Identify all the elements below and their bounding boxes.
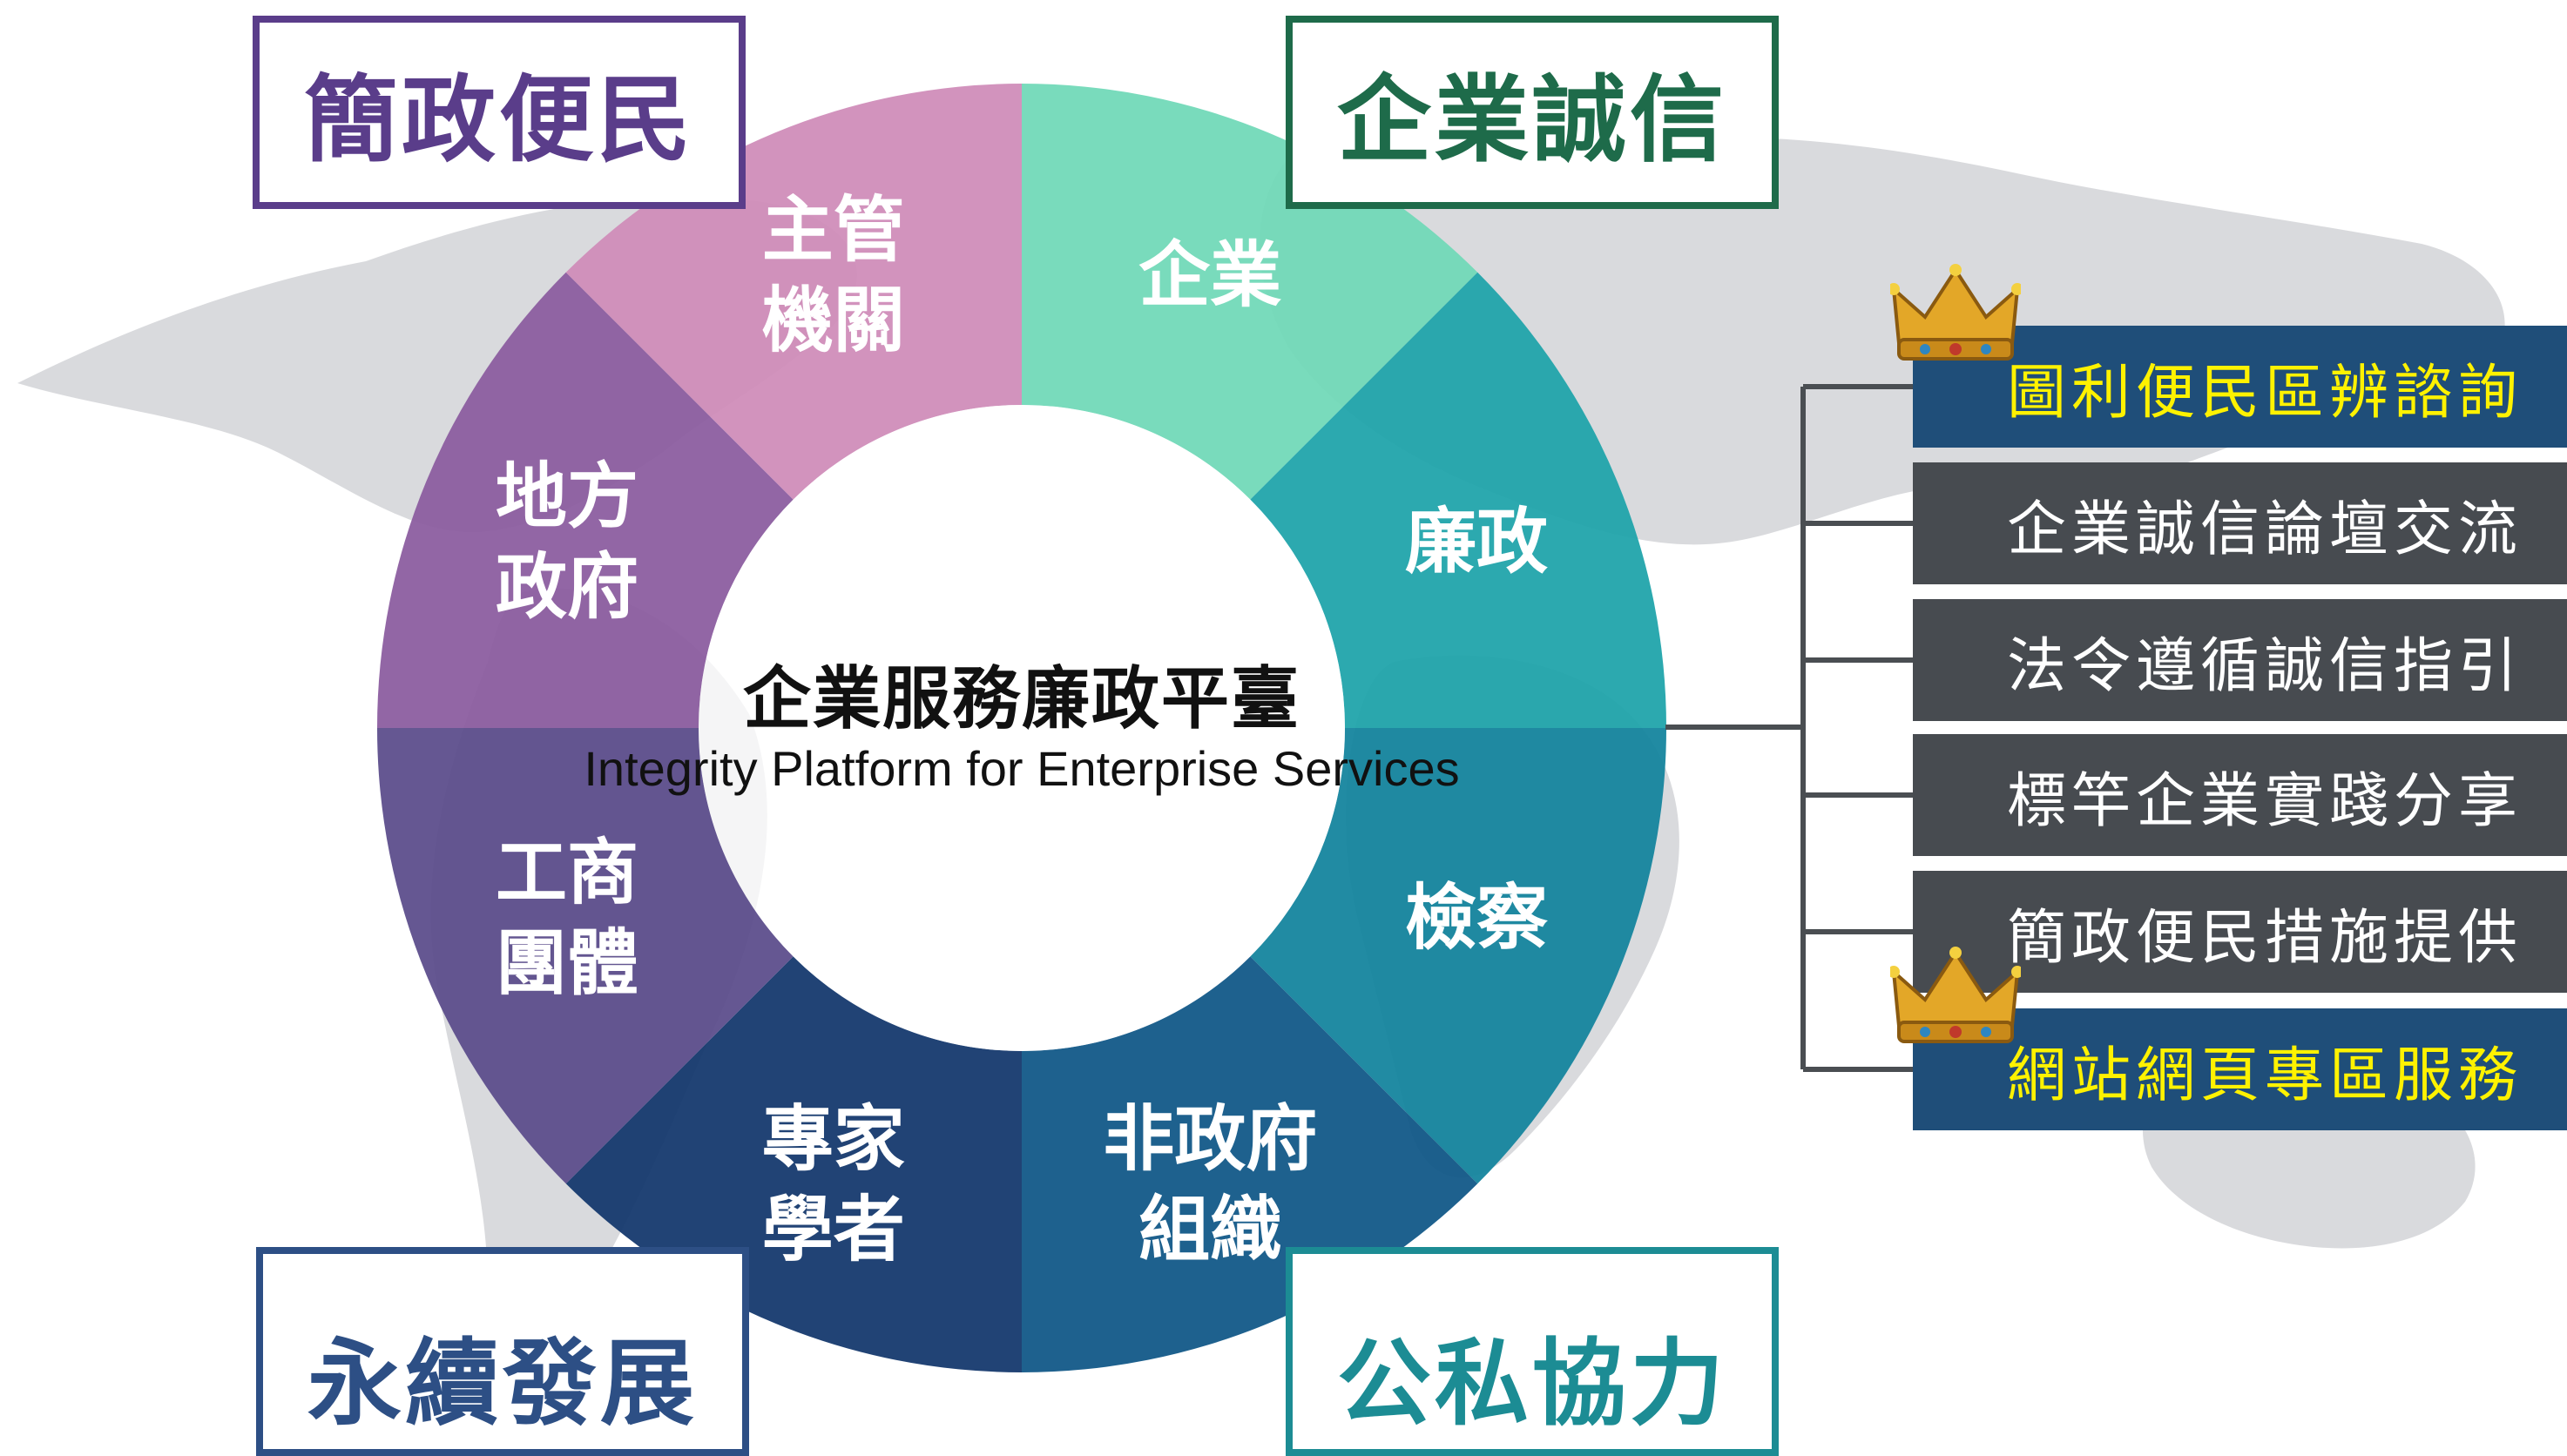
segment-experts-label: 學者 xyxy=(762,1189,905,1271)
segment-business-groups xyxy=(377,728,794,1184)
segment-authorities-label: 主管 xyxy=(762,189,905,272)
corner-box-bottom-right: 公私協力 xyxy=(1286,1247,1779,1456)
list-item-1: 圖利便民區辨諮詢 xyxy=(1913,326,2567,448)
segment-local-government-label: 政府 xyxy=(496,546,638,629)
center-title: 企業服務廉政平臺 xyxy=(742,660,1300,738)
list-item-6: 網站網頁專區服務 xyxy=(1913,1008,2567,1130)
corner-box-top-right: 企業誠信 xyxy=(1286,16,1779,209)
connector-lines xyxy=(1665,384,1913,1072)
corner-box-top-left: 簡政便民 xyxy=(253,16,746,209)
crown-icon xyxy=(1890,264,2021,361)
segment-experts-label: 專家 xyxy=(762,1098,905,1181)
segment-local-government-label: 地方 xyxy=(496,455,638,538)
list-item-5: 簡政便民措施提供 xyxy=(1913,871,2567,993)
crown-icon xyxy=(1890,947,2021,1043)
list-item-3: 法令遵循誠信指引 xyxy=(1913,599,2567,721)
segment-enterprise-label: 企業 xyxy=(1138,234,1281,317)
segment-integrity xyxy=(1250,272,1667,728)
segment-business-groups-label: 工商 xyxy=(496,832,638,914)
segment-business-groups-label: 團體 xyxy=(496,922,638,1005)
segment-authorities-label: 機關 xyxy=(762,280,905,362)
segment-prosecution xyxy=(1250,728,1667,1184)
segment-integrity-label: 廉政 xyxy=(1405,501,1548,583)
segment-local-government xyxy=(377,272,794,728)
list-item-4: 標竿企業實踐分享 xyxy=(1913,734,2567,856)
center-subtitle: Integrity Platform for Enterprise Servic… xyxy=(584,741,1460,796)
segment-prosecution-label: 檢察 xyxy=(1405,877,1548,960)
segment-ngo-label: 組織 xyxy=(1138,1189,1281,1271)
segment-ngo-label: 非政府 xyxy=(1103,1098,1317,1181)
list-item-2: 企業誠信論壇交流 xyxy=(1913,462,2567,584)
corner-box-bottom-left: 永續發展 xyxy=(256,1247,749,1456)
